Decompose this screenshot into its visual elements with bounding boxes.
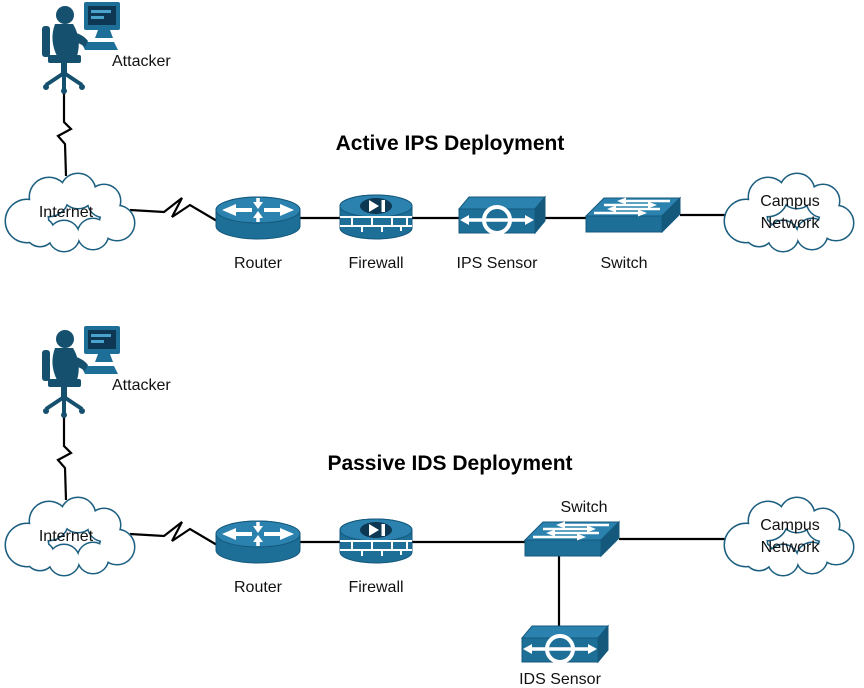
firewall-label: Firewall bbox=[348, 579, 403, 596]
section-title: Passive IDS Deployment bbox=[327, 452, 572, 475]
switch-label: Switch bbox=[600, 255, 647, 272]
firewall-node bbox=[339, 194, 413, 240]
ips-sensor-label: IPS Sensor bbox=[457, 255, 539, 272]
firewall-label: Firewall bbox=[348, 255, 403, 272]
section-title: Active IPS Deployment bbox=[336, 132, 565, 155]
switch-label: Switch bbox=[560, 499, 607, 516]
attacker-label: Attacker bbox=[112, 53, 171, 70]
attacker-internet-link bbox=[56, 92, 73, 177]
switch-node bbox=[523, 520, 621, 558]
campus-label-line1: Campus bbox=[760, 517, 820, 534]
internet-router-link bbox=[129, 521, 218, 546]
router-label: Router bbox=[234, 579, 283, 596]
campus-cloud bbox=[723, 496, 855, 577]
internet-label: Internet bbox=[39, 528, 94, 545]
router-node bbox=[214, 519, 302, 565]
internet-label: Internet bbox=[39, 204, 94, 221]
attacker-label: Attacker bbox=[112, 377, 171, 394]
router-label: Router bbox=[234, 255, 283, 272]
passive-ids-section: Passive IDS Deployment Attacker Internet… bbox=[4, 324, 855, 688]
campus-cloud bbox=[723, 172, 855, 253]
switch-node bbox=[584, 196, 682, 234]
internet-router-link bbox=[129, 197, 218, 222]
campus-label-line1: Campus bbox=[760, 193, 820, 210]
attacker-internet-link bbox=[56, 416, 73, 501]
attacker-node bbox=[40, 0, 122, 96]
firewall-node bbox=[339, 518, 413, 564]
ips-sensor-node bbox=[457, 195, 547, 235]
campus-label-line2: Network bbox=[761, 215, 821, 232]
campus-label-line2: Network bbox=[761, 539, 821, 556]
attacker-node bbox=[40, 324, 122, 420]
router-node bbox=[214, 195, 302, 241]
ids-sensor-node bbox=[520, 624, 610, 664]
ids-sensor-label: IDS Sensor bbox=[519, 671, 601, 688]
active-ips-section: Active IPS Deployment Attacker Internet … bbox=[4, 0, 855, 272]
